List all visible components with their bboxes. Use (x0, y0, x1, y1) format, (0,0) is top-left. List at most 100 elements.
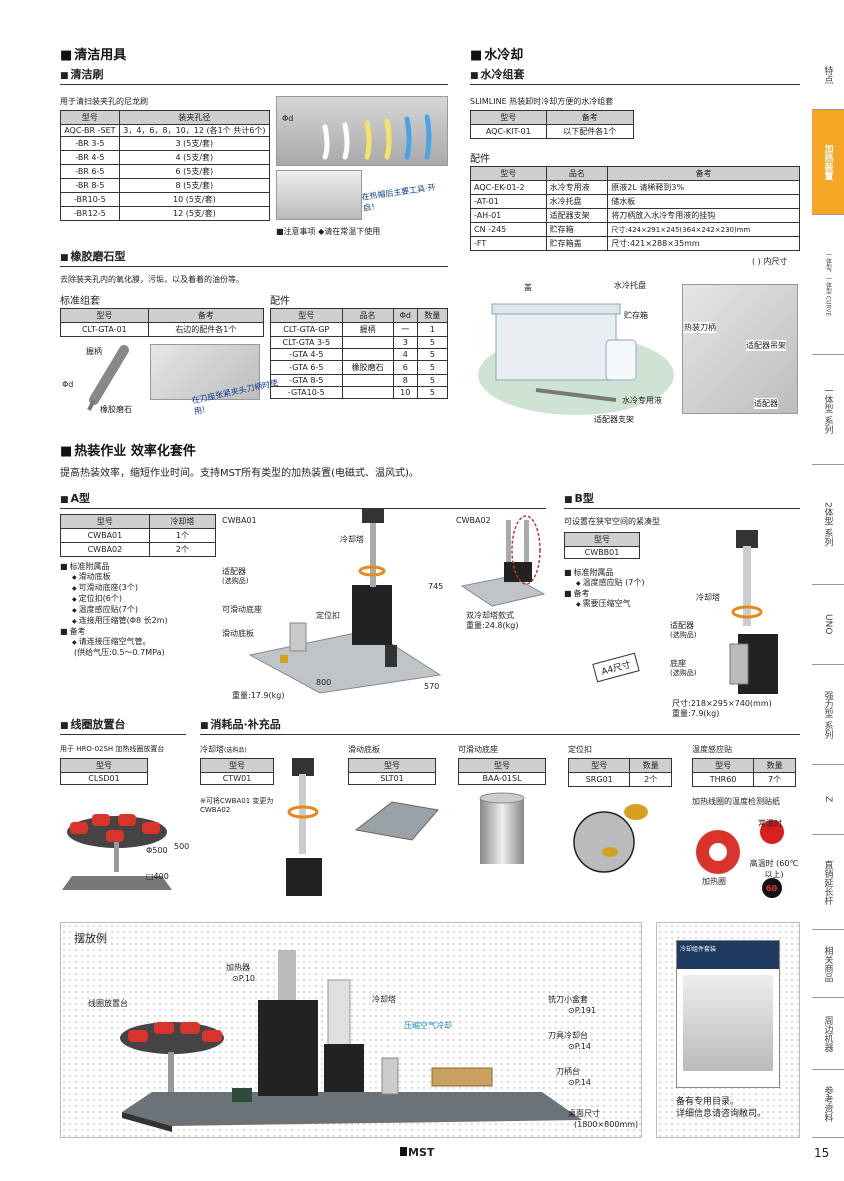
section-title-water: 水冷却 (470, 44, 523, 63)
sidebar-tab-extension[interactable]: 直销延长杆 (812, 835, 844, 930)
stone-phi-label: Φd (62, 380, 74, 389)
sidebar-tab-reference[interactable]: 参考资料 (812, 1070, 844, 1138)
layout-heater-label: 加热器 (226, 963, 250, 972)
subsection-title-a-type: A型 (60, 490, 546, 509)
a-weight2: 重量:24.8(kg) (466, 621, 519, 630)
layout-holder-label: 刀柄台 (556, 1067, 580, 1076)
layout-toolcart-ref: ⊙P.14 (568, 1042, 592, 1051)
layout-table-label: 桌面尺寸 (568, 1109, 600, 1118)
water-parts-title: 配件 (470, 154, 490, 165)
catalog-title: 冷却组件套装 (677, 941, 779, 969)
water-set-desc: SLIMLINE 热装卸时冷却方便的水冷组套 (470, 97, 614, 106)
sidebar-tab-related[interactable]: 相关商品 (812, 930, 844, 998)
page-number: 15 (814, 1146, 830, 1160)
cons-thermo-image (696, 820, 784, 898)
sidebar-tab-z[interactable]: Z (812, 765, 844, 835)
a-type-double-image (460, 515, 546, 607)
water-holder-label: 适配器支架 (594, 415, 634, 424)
section-title-efficiency: 热装作业 效率化套件 (60, 440, 196, 459)
sidebar-tab-peripheral[interactable]: 周边机器 (812, 998, 844, 1070)
b-type-a4-badge: A4尺寸 (592, 652, 640, 683)
ref-icon: ⊙ (568, 1042, 575, 1051)
layout-toolcart-label: 刀具冷却台 (548, 1031, 588, 1040)
a-w800: 800 (316, 678, 332, 687)
subsection-title-stone: 橡胶磨石型 (60, 248, 448, 267)
table-row: BAA-01SL (458, 772, 546, 785)
sidebar-tab-integrated-curve[interactable]: 一体型，一体型 CURVE (812, 215, 844, 355)
brush-image (276, 96, 448, 166)
sidebar-tab-two-body[interactable]: 2体型 系列 (812, 465, 844, 585)
sidebar-tab-power[interactable]: 强力型 系列 (812, 665, 844, 765)
catalog-note1: 备有专用目录。 (676, 1097, 740, 1107)
a-pos-label: 定位扣 (316, 611, 340, 620)
cons-tower-table: 型号 CTW01 (200, 758, 274, 785)
brush-usage-image (276, 170, 362, 220)
a-double-label: 双冷却塔款式 (466, 611, 514, 620)
cons-plate-image (354, 801, 439, 841)
cons-base-title: 可滑动底座 (458, 745, 498, 754)
layout-air-label: 压缩空气冷却 (404, 1021, 452, 1030)
subsection-title-b-type: B型 (564, 490, 800, 509)
a-adapter-opt: (选购品) (222, 577, 249, 585)
a-h745: 745 (428, 582, 444, 591)
stone-label: 橡胶磨石 (100, 405, 132, 414)
cons-pos-image (573, 804, 648, 873)
b-type-desc: 可设置在狭窄空间的紧凑型 (564, 517, 660, 526)
sidebar-tab-integrated[interactable]: 一体型 系列 (812, 355, 844, 465)
subsection-title-consumables: 消耗品·补充品 (200, 716, 800, 735)
cons-thermo-title: 温度感应贴 (692, 745, 732, 754)
sidebar-tab-features[interactable]: 特点 (812, 40, 844, 110)
ref-icon: ⊙ (568, 1078, 575, 1087)
table-row: CLSD01 (60, 772, 148, 785)
cons-thermo-note: 加热线圈的温度检测贴纸 (692, 797, 780, 806)
coil-h500: 500 (174, 842, 190, 851)
layout-example-image (120, 950, 582, 1132)
brush-desc: 用于清扫装夹孔的尼龙刷 (60, 97, 148, 106)
table-row: CWBB01 (564, 546, 640, 559)
sidebar-tab-uno[interactable]: UNO (812, 585, 844, 665)
b-adapter-opt: (选购品) (670, 631, 697, 639)
water-lid-label: 盖 (524, 283, 532, 292)
catalog-cover: 冷却组件套装 (676, 940, 780, 1088)
catalog-image (683, 975, 773, 1071)
section-title-cleaning: 清洁用具 (60, 44, 126, 63)
water-box-image (478, 303, 674, 415)
b-tower-label: 冷却塔 (696, 593, 720, 602)
water-hot-holder-label: 热装刀柄 (684, 322, 716, 333)
stone-handle-icon (87, 345, 129, 411)
cons-base-image (479, 792, 525, 864)
stone-desc: 去除装夹孔内的氧化膜，污垢，以及着着的油份等。 (60, 275, 244, 284)
layout-holder-ref: ⊙P.14 (568, 1078, 592, 1087)
layout-toolbox-ref: ⊙P.191 (568, 1006, 597, 1015)
a-slide-base-label: 可滑动底座 (222, 605, 262, 614)
layout-toolbox-label: 铣刀小盒套 (548, 995, 588, 1004)
a-d570: 570 (424, 682, 440, 691)
a-tower-label: 冷却塔 (340, 535, 364, 544)
b-base-label: 底座 (670, 659, 686, 668)
sidebar-tab-heating[interactable]: 加热装置 (812, 110, 844, 215)
brush-notice: ■注意事项 ◆请在常温下使用 (276, 227, 381, 236)
cons-plate-table: 型号 SLT01 (348, 758, 436, 785)
stone-parts-title: 配件 (270, 296, 290, 307)
table-row: CTW01 (200, 772, 274, 785)
brush-phi-label: Φd (282, 114, 294, 123)
